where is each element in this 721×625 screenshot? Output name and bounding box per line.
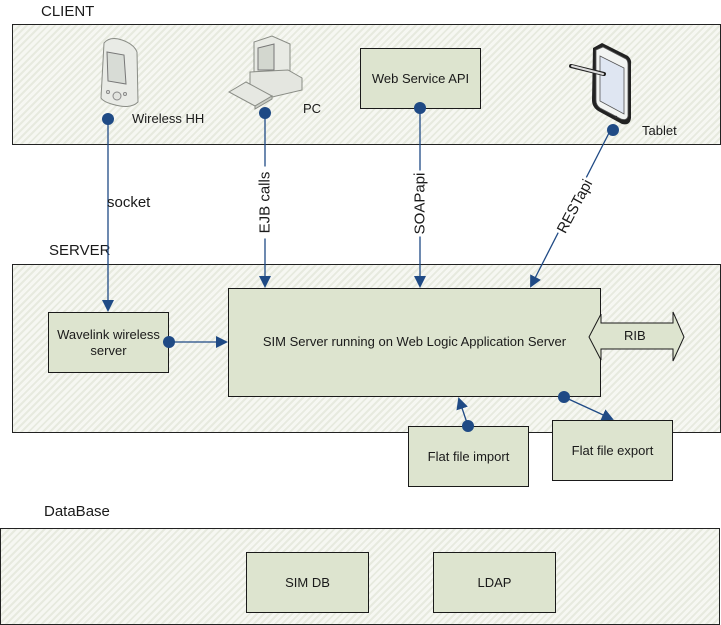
wavelink-server-label: Wavelink wireless server [57, 327, 160, 359]
sim-db-box[interactable]: SIM DB [246, 552, 369, 613]
soap-api-label: SOAPapi [411, 170, 429, 237]
sim-server-label: SIM Server running on Web Logic Applicat… [262, 334, 567, 349]
database-layer-title: DataBase [44, 503, 110, 520]
sim-export-port [558, 391, 570, 403]
tablet-stylus-icon[interactable] [569, 43, 632, 125]
pc-label: PC [303, 101, 322, 116]
server-layer-title: SERVER [49, 242, 111, 259]
pc-port [259, 107, 271, 119]
wireless-hh-label: Wireless HH [132, 111, 205, 126]
web-service-api-box[interactable]: Web Service API [360, 48, 481, 109]
sim-server-box[interactable]: SIM Server running on Web Logic Applicat… [228, 288, 601, 397]
tablet-port [607, 124, 619, 136]
wavelink-line1: Wavelink wireless [57, 326, 160, 342]
desktop-computer-icon[interactable] [227, 35, 303, 110]
wavelink-server-box[interactable]: Wavelink wireless server [48, 312, 169, 373]
flat-file-import-box[interactable]: Flat file import [408, 426, 529, 487]
web-service-api-port [414, 102, 426, 114]
wavelink-line2: server [90, 342, 127, 358]
ldap-label: LDAP [477, 574, 512, 590]
wavelink-port [163, 336, 175, 348]
ldap-box[interactable]: LDAP [433, 552, 556, 613]
web-service-api-label: Web Service API [371, 70, 470, 86]
flat-import-port [462, 420, 474, 432]
socket-label: socket [107, 194, 151, 211]
tablet-label: Tablet [642, 123, 677, 138]
wireless-hh-port [102, 113, 114, 125]
sim-db-label: SIM DB [285, 574, 330, 590]
export-connector [563, 396, 614, 421]
flat-file-export-box[interactable]: Flat file export [552, 420, 673, 481]
client-layer-title: CLIENT [41, 3, 95, 20]
ejb-calls-label: EJB calls [256, 166, 274, 239]
handheld-device-icon[interactable] [100, 38, 139, 107]
rib-label: RIB [624, 328, 646, 343]
flat-file-import-label: Flat file import [427, 448, 510, 464]
flat-file-export-label: Flat file export [571, 442, 654, 458]
